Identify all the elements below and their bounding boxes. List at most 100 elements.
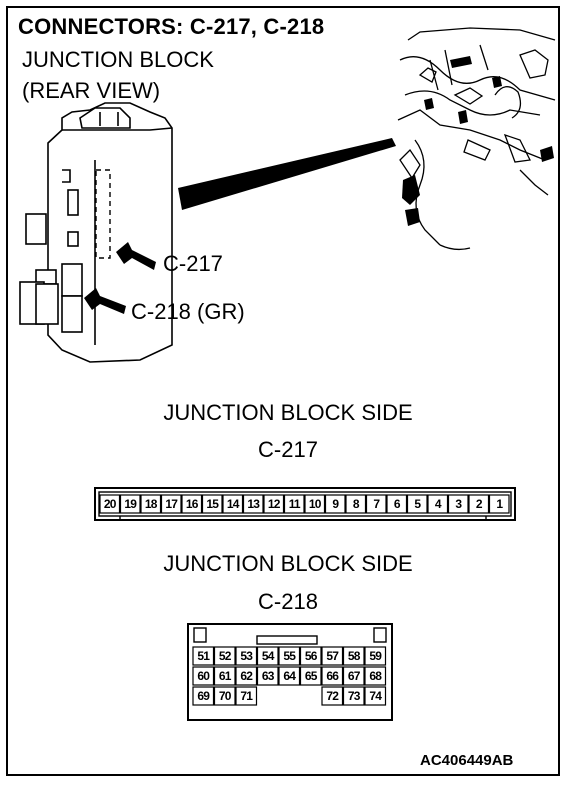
pin-number: 64: [283, 669, 296, 683]
c217-section-connector: C-217: [258, 437, 318, 462]
pin-number: 55: [283, 649, 296, 663]
pin-number: 69: [197, 689, 210, 703]
vehicle-harness-detail: [402, 56, 554, 226]
vehicle-location-sketch: [397, 27, 556, 251]
pin-number: 65: [304, 669, 318, 683]
pin-cell: [468, 494, 490, 514]
pin-number: 4: [434, 497, 442, 511]
pin-number: 51: [197, 649, 210, 663]
pin-number: 5: [414, 497, 421, 511]
pin-cell: [192, 686, 215, 706]
pin-cell: [201, 494, 223, 514]
pin-number: 1: [496, 497, 503, 511]
pin-cell: [278, 646, 301, 666]
pin-cell: [181, 494, 203, 514]
pin-number: 12: [267, 497, 281, 511]
pin-number: 15: [206, 497, 219, 511]
pin-number: 73: [347, 689, 361, 703]
figure-code: AC406449AB: [420, 752, 514, 769]
pin-cell: [99, 494, 121, 514]
pin-cell: [263, 494, 285, 514]
pin-number: 67: [347, 669, 361, 683]
pin-cell: [345, 494, 367, 514]
pin-number: 63: [261, 669, 275, 683]
pin-number: 16: [185, 497, 199, 511]
pin-number: 13: [247, 497, 260, 511]
pin-number: 58: [347, 649, 361, 663]
pin-cell: [256, 666, 279, 686]
pin-number: 2: [475, 497, 483, 511]
pin-number: 7: [373, 497, 380, 511]
c218-arrow-icon: [84, 288, 126, 314]
pin-cell: [364, 646, 387, 666]
pin-number: 70: [218, 689, 232, 703]
c217-dashed-outline: [95, 169, 111, 259]
pin-number: 19: [124, 497, 137, 511]
subtitle-junction-block: JUNCTION BLOCK: [22, 47, 214, 72]
pin-cell: [192, 666, 215, 686]
pin-number: 8: [352, 497, 360, 511]
callout-c217-label: C-217: [163, 251, 223, 276]
c218-section-heading: JUNCTION BLOCK SIDE: [163, 551, 413, 576]
pin-cell: [321, 686, 344, 706]
pin-cell: [213, 686, 236, 706]
pin-number: 9: [332, 497, 339, 511]
pin-number: 14: [226, 497, 240, 511]
pin-number: 61: [218, 669, 232, 683]
pin-number: 68: [369, 669, 382, 683]
pin-number: 56: [304, 649, 318, 663]
pin-number: 59: [369, 649, 382, 663]
pin-number: 17: [165, 497, 178, 511]
pin-cell: [192, 646, 215, 666]
pin-cell: [213, 666, 236, 686]
pin-cell: [235, 646, 258, 666]
pin-cell: [447, 494, 469, 514]
pin-number: 10: [308, 497, 322, 511]
pin-cell: [406, 494, 428, 514]
pin-cell: [321, 646, 344, 666]
pin-number: 11: [288, 497, 301, 511]
pin-cell: [283, 494, 305, 514]
pin-cell: [256, 646, 279, 666]
pin-number: 52: [218, 649, 232, 663]
pin-number: 62: [240, 669, 253, 683]
pin-cell: [235, 686, 258, 706]
callout-c218-label: C-218 (GR): [131, 299, 245, 324]
pin-cell: [160, 494, 182, 514]
pin-cell: [299, 646, 322, 666]
pin-cell: [342, 686, 365, 706]
pointer-wedge: [178, 138, 396, 210]
pin-number: 60: [197, 669, 210, 683]
pin-cell: [140, 494, 162, 514]
pin-number: 71: [240, 689, 253, 703]
pin-cell: [386, 494, 408, 514]
c218-pin-grid: [192, 646, 387, 706]
pin-cell: [365, 494, 387, 514]
pin-number: 72: [326, 689, 339, 703]
pin-number: 53: [240, 649, 253, 663]
pin-cell: [324, 494, 346, 514]
page-title: CONNECTORS: C-217, C-218: [18, 14, 325, 39]
pin-cell: [222, 494, 244, 514]
pin-number: 54: [261, 649, 275, 663]
pin-cell: [235, 666, 258, 686]
pin-number: 74: [369, 689, 382, 703]
pin-number: 18: [144, 497, 158, 511]
pin-cell: [119, 494, 141, 514]
pin-cell: [364, 666, 387, 686]
pin-number: 6: [393, 497, 401, 511]
subtitle-rear-view: (REAR VIEW): [22, 78, 161, 103]
pin-cell: [427, 494, 449, 514]
pin-cell: [213, 646, 236, 666]
pin-number: 20: [103, 497, 117, 511]
pin-cell: [304, 494, 326, 514]
pin-number: 57: [326, 649, 339, 663]
diagram-frame: [6, 6, 560, 776]
pin-number: 3: [455, 497, 462, 511]
c217-pin-grid: [99, 494, 510, 514]
c217-section-heading: JUNCTION BLOCK SIDE: [163, 400, 413, 425]
pin-cell: [364, 686, 387, 706]
pin-cell: [342, 646, 365, 666]
c218-section-connector: C-218: [258, 589, 318, 614]
